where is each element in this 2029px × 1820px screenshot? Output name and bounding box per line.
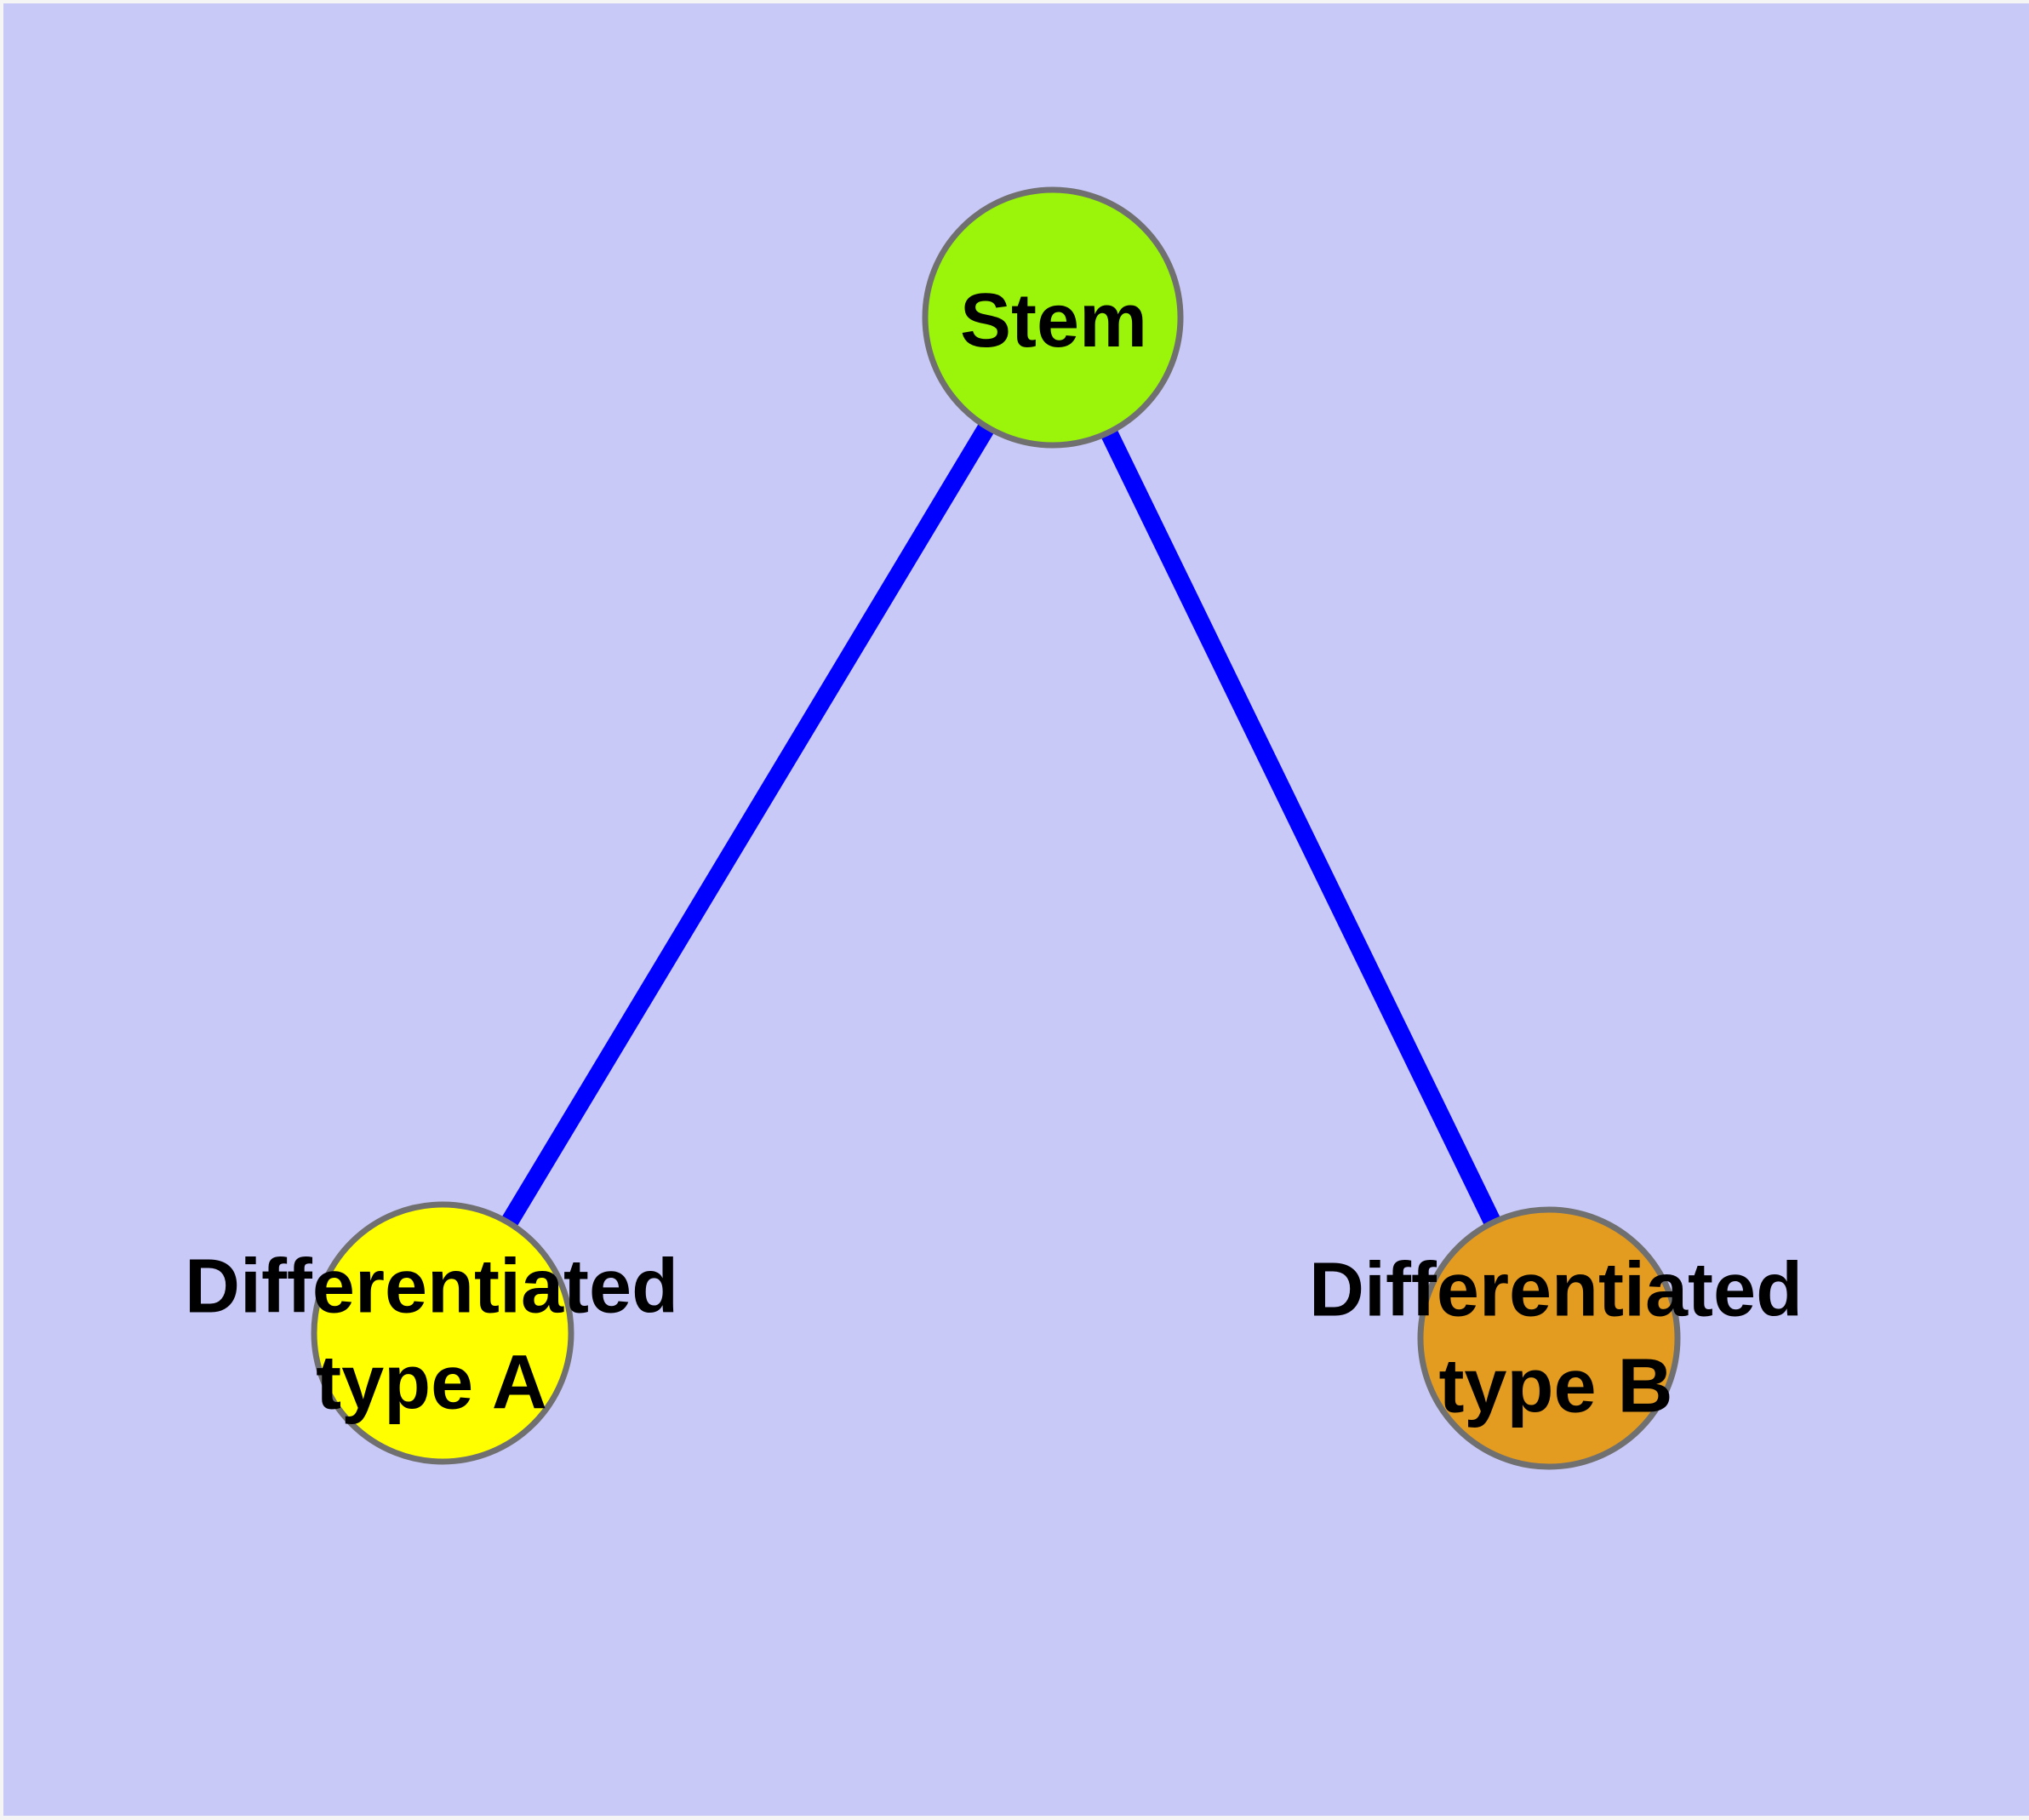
node-stem xyxy=(922,186,1184,449)
node-differentiated-type-a xyxy=(311,1201,574,1465)
edge-stem-to-type-b xyxy=(1044,313,1557,1342)
node-differentiated-type-b xyxy=(1417,1206,1681,1470)
node-label-differentiated-type-b: Differentiated type B xyxy=(1308,1247,1803,1429)
node-label-differentiated-type-a: Differentiated type A xyxy=(184,1244,679,1426)
node-label-stem: Stem xyxy=(959,278,1148,363)
edge-stem-to-type-a xyxy=(435,312,1060,1338)
